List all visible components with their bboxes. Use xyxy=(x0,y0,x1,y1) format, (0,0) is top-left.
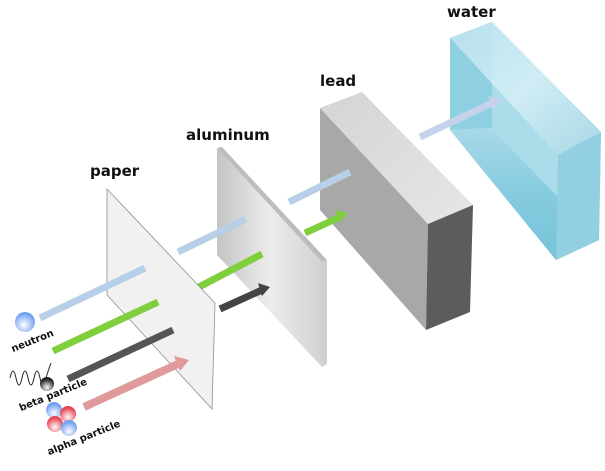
lead-top-face xyxy=(320,92,473,224)
neutron-beam-segment-2 xyxy=(176,215,248,256)
aluminum-side-face xyxy=(322,260,327,367)
paper-label: paper xyxy=(90,162,140,180)
lead-side-face xyxy=(426,205,473,330)
beta-beam-segment-2 xyxy=(218,283,270,313)
gamma-beam-segment-3 xyxy=(303,210,348,237)
neutron-beam-segment-3 xyxy=(287,168,352,206)
aluminum-front-face xyxy=(217,148,322,367)
lead-front-face xyxy=(320,108,428,330)
gamma-beam-segment-1 xyxy=(51,298,160,355)
neutron-icon xyxy=(15,312,35,332)
aluminum-shield xyxy=(217,147,327,367)
water-side-face xyxy=(556,132,601,260)
beta-beam-segment-1 xyxy=(66,326,175,383)
gamma-beam-segment-2 xyxy=(197,250,264,291)
water-shield xyxy=(450,22,601,260)
lead-shield xyxy=(320,92,473,330)
aluminum-edge-face xyxy=(217,147,327,262)
beta-particle-icon xyxy=(40,377,54,391)
neutron-beam-segment-1 xyxy=(38,264,147,322)
neutron-beam-segment-4 xyxy=(418,96,502,141)
alpha-particle-icon xyxy=(46,402,77,436)
water-label: water xyxy=(447,3,496,21)
paper-shield xyxy=(106,187,216,410)
water-front-face xyxy=(450,38,558,260)
lead-label: lead xyxy=(320,72,357,90)
water-top-face xyxy=(450,22,601,155)
alpha-beam xyxy=(82,356,189,411)
aluminum-label: aluminum xyxy=(186,126,270,144)
